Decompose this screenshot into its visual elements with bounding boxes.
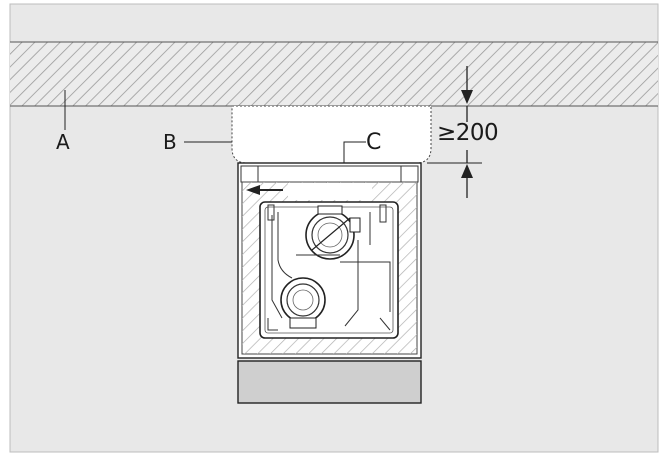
label-b: B — [163, 130, 177, 154]
cover-b — [231, 105, 432, 164]
unit-base — [237, 360, 422, 404]
arrow-up-icon — [461, 164, 473, 178]
unit — [237, 162, 422, 404]
lower-connection — [280, 277, 326, 329]
dimension-marker — [427, 66, 482, 198]
label-a: A — [56, 130, 70, 154]
upper-connection — [305, 205, 361, 260]
wall-a — [10, 41, 658, 107]
label-c: C — [366, 130, 382, 155]
internal-piping — [267, 204, 391, 331]
clearance-dimension: ≥200 — [437, 120, 499, 146]
arrow-left-icon — [246, 185, 283, 195]
leader-c — [343, 141, 366, 163]
arrow-down-icon — [461, 90, 473, 104]
